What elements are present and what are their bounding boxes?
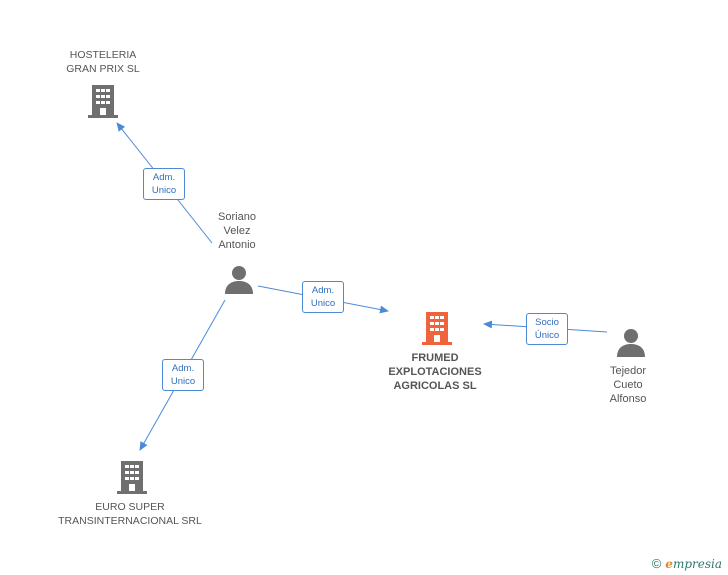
node-label-line: Cueto (613, 379, 643, 391)
node-label-line: EURO SUPER (95, 501, 165, 513)
edge-label-line: Único (534, 330, 560, 341)
node-label-soriano[interactable]: Soriano Velez Antonio (200, 210, 274, 252)
person-icon[interactable] (224, 265, 254, 295)
footer-brand: © empresia (652, 556, 722, 571)
edge-label-adm-unico[interactable]: Adm. Unico (143, 168, 185, 200)
edge-label-adm-unico[interactable]: Adm. Unico (162, 359, 204, 391)
node-label-line: EXPLOTACIONES (388, 366, 482, 378)
edge-label-line: Unico (170, 376, 196, 387)
edge-label-line: Adm. (152, 172, 176, 183)
edge-label-line: Socio (535, 317, 559, 328)
brand-logo-rest: mpresia (672, 556, 722, 571)
edge-label-socio-unico[interactable]: Socio Único (526, 313, 568, 345)
node-label-line: Velez (223, 225, 251, 237)
copyright-icon: © (651, 556, 662, 571)
building-icon-focus[interactable] (421, 311, 453, 345)
edge-label-line: Adm. (311, 285, 335, 296)
node-label-line: GRAN PRIX SL (66, 63, 140, 75)
node-label-eurosuper[interactable]: EURO SUPER TRANSINTERNACIONAL SRL (50, 500, 210, 528)
node-label-line: AGRICOLAS SL (393, 380, 477, 392)
brand-logo[interactable]: empresia (665, 557, 722, 571)
edge-label-line: Adm. (171, 363, 195, 374)
node-label-frumed[interactable]: FRUMED EXPLOTACIONES AGRICOLAS SL (375, 351, 495, 393)
node-label-line: HOSTELERIA (69, 49, 137, 61)
building-icon[interactable] (116, 460, 148, 494)
node-label-tejedor[interactable]: Tejedor Cueto Alfonso (594, 364, 662, 406)
edge-label-adm-unico[interactable]: Adm. Unico (302, 281, 344, 313)
node-label-line: Alfonso (609, 393, 647, 405)
node-label-line: TRANSINTERNACIONAL SRL (58, 515, 202, 527)
person-icon[interactable] (616, 328, 646, 358)
brand-logo-e: e (665, 556, 673, 571)
building-icon[interactable] (87, 84, 119, 118)
node-label-line: Tejedor (609, 365, 647, 377)
node-label-hosteleria[interactable]: HOSTELERIA GRAN PRIX SL (48, 48, 158, 76)
node-label-line: Antonio (218, 239, 256, 251)
edge-label-line: Unico (151, 185, 177, 196)
edge-label-line: Unico (310, 298, 336, 309)
node-label-line: Soriano (218, 211, 256, 223)
node-label-line: FRUMED (411, 352, 459, 364)
